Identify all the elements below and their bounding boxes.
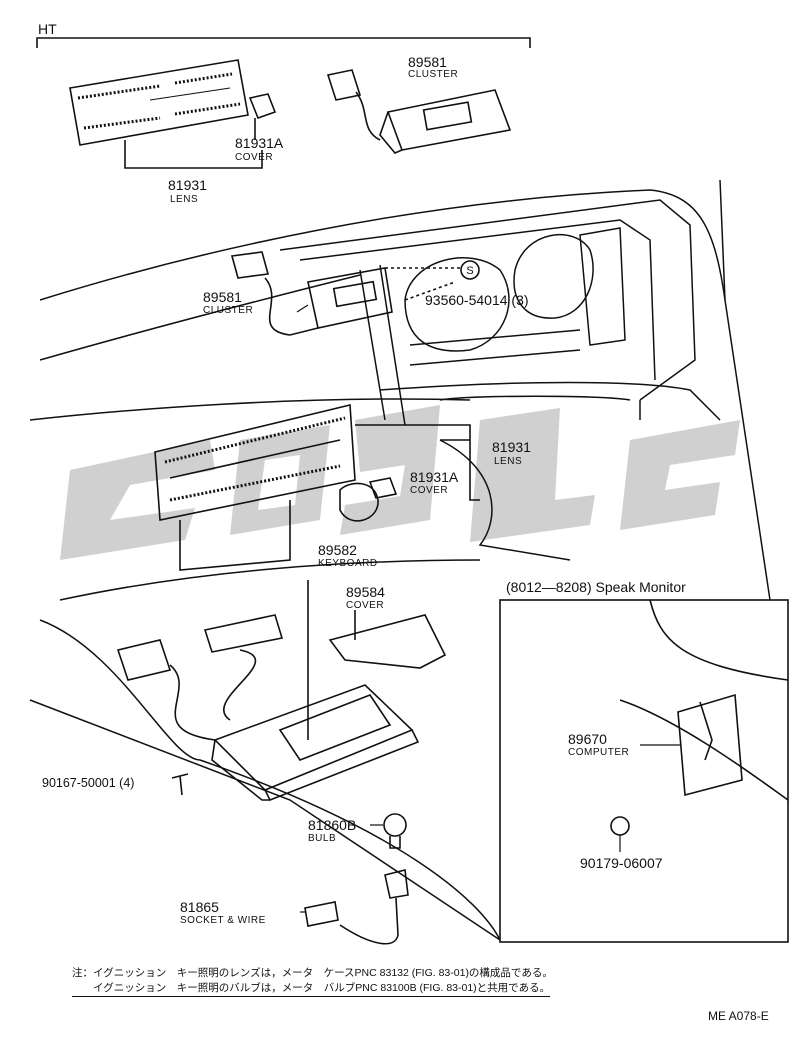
keyboard-cover-part (328, 614, 447, 669)
bolt-part (171, 773, 189, 796)
computer-part (677, 693, 743, 797)
part-number-cover-kb: 89584 (346, 584, 385, 600)
lens-panel-mid (154, 403, 356, 571)
note-line-1: 注：イグニッション キー照明のレンズは，メータ ケースPNC 83132 (FI… (72, 967, 553, 979)
lens-mid-bracket (355, 424, 480, 501)
part-number-cover-mid: 81931A (410, 469, 459, 485)
speak-monitor-box (499, 599, 789, 943)
part-name-keyboard: KEYBOARD (318, 558, 378, 569)
bulb-part (383, 813, 407, 849)
part-name-lens-top: LENS (170, 194, 199, 205)
cluster-mid-part (230, 251, 393, 336)
part-name-bulb: BULB (308, 833, 337, 844)
part-number-cluster-mid: 89581 (203, 289, 242, 305)
keyboard-part (211, 684, 420, 802)
screw-symbol: S (466, 265, 473, 277)
part-name-lens-mid: LENS (494, 456, 523, 467)
part-number-socket: 81865 (180, 899, 219, 915)
part-name-cover-kb: COVER (346, 600, 385, 611)
part-number-screw: 93560-54014 (3) (425, 292, 529, 308)
dashboard-outline (29, 179, 771, 941)
lens-panel-top (69, 59, 249, 146)
part-name-cluster-top: CLUSTER (408, 69, 459, 80)
grommet-part (610, 816, 630, 836)
speak-monitor-title: (8012—8208) Speak Monitor (506, 579, 686, 595)
cover-mid-part (368, 477, 398, 499)
socket-wire-part (304, 869, 409, 945)
ht-bracket (36, 37, 531, 48)
harness-part (116, 614, 284, 741)
part-name-cover-top: COVER (235, 152, 274, 163)
part-number-lens-top: 81931 (168, 177, 207, 193)
part-name-socket: SOCKET & WIRE (180, 915, 266, 926)
part-number-bulb: 81860B (308, 817, 357, 833)
reference-code: ME A078-E (708, 1009, 769, 1023)
part-number-grommet: 90179-06007 (580, 855, 663, 871)
part-number-bolt: 90167-50001 (4) (42, 776, 135, 790)
part-name-computer: COMPUTER (568, 747, 630, 758)
cluster-top-part (326, 69, 512, 154)
note-line-2: イグニッション キー照明のバルブは，メータ バルブPNC 83100B (FIG… (72, 983, 551, 997)
part-number-keyboard: 89582 (318, 542, 357, 558)
leader-lines (296, 304, 680, 913)
screw-symbol-circle (460, 260, 480, 280)
part-name-cluster-mid: CLUSTER (203, 305, 254, 316)
section-label: HT (38, 21, 57, 37)
lens-top-bracket (124, 140, 263, 169)
part-number-computer: 89670 (568, 731, 607, 747)
part-number-cover-top: 81931A (235, 135, 284, 151)
watermark-logo (60, 405, 740, 560)
part-number-lens-mid: 81931 (492, 439, 531, 455)
part-number-cluster-top: 89581 (408, 54, 447, 70)
part-name-cover-mid: COVER (410, 485, 449, 496)
cover-top-part (248, 93, 277, 120)
